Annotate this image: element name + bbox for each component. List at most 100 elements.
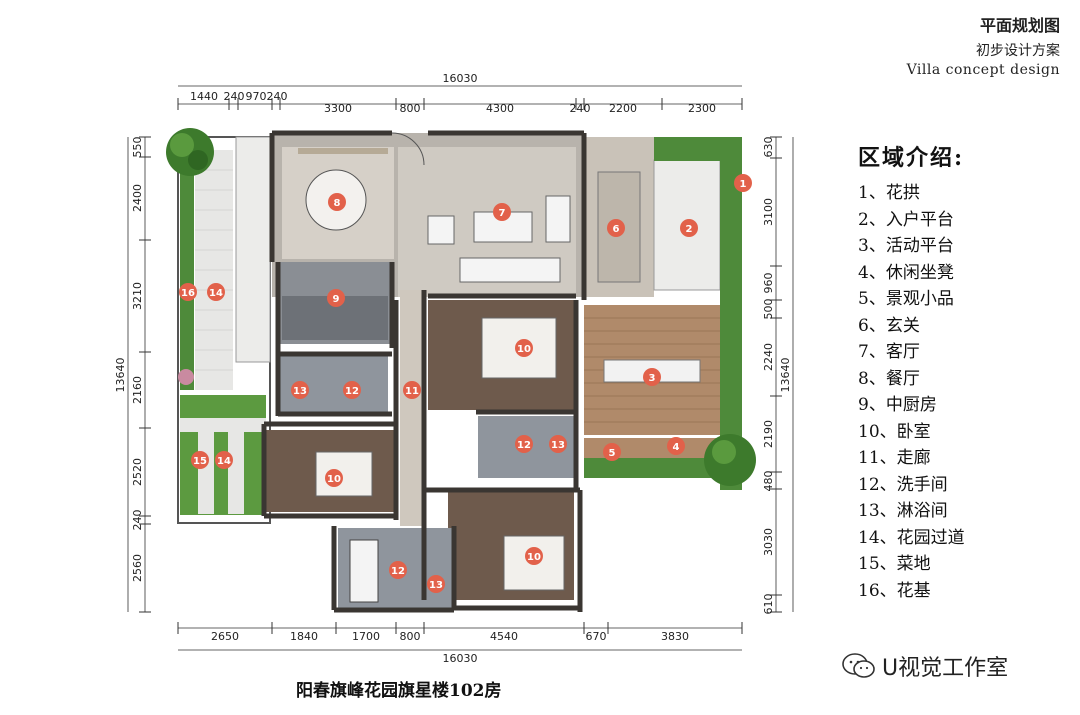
area-legend: 区域介绍: 1、花拱 2、入户平台 3、活动平台 4、休闲坐凳 5、景观小品 6… [858,140,1068,604]
dimension-ticks [139,98,782,634]
area-marker-label: 8 [334,198,341,209]
dim-right-label: 3100 [762,198,775,226]
area-marker [389,561,407,579]
area-marker-label: 13 [429,580,443,591]
area-marker [603,443,621,461]
area-marker-label: 2 [686,224,693,235]
legend-item: 16、花基 [858,580,931,601]
plan-title: 平面规划图 [979,16,1060,35]
legend-item: 5、景观小品 [858,289,954,309]
area-marker-label: 12 [391,566,405,577]
dim-left-label: 240 [131,510,144,531]
walls [261,130,587,613]
area-marker-label: 12 [345,386,359,397]
area-marker-label: 12 [517,440,531,451]
plan-english-subtitle: Villa concept design [906,62,1060,78]
dim-bottom-label: 4540 [490,630,518,643]
area-marker-label: 10 [517,344,531,355]
corridor [400,290,424,526]
area-marker-label: 13 [293,386,307,397]
area-marker-label: 10 [527,552,541,563]
area-marker [179,283,197,301]
legend-item: 1、花拱 [858,183,920,203]
dim-left-label: 2400 [131,184,144,212]
dim-bottom-label: 800 [400,630,421,643]
dim-top-label: 2200 [609,102,637,115]
bathtub [349,539,379,603]
dim-top-label: 1440 [190,90,218,103]
area-marker [549,435,567,453]
dimension-labels: 16030 1440 240 970 240 3300 800 4300 240… [114,72,792,665]
area-marker [667,437,685,455]
area-marker [525,547,543,565]
area-marker-label: 6 [613,224,620,235]
area-marker [327,289,345,307]
legend-item: 15、菜地 [858,554,931,574]
door-swing [391,132,425,166]
area-marker [680,219,698,237]
dim-bottom-label: 1700 [352,630,380,643]
garden-strip [235,136,271,363]
dim-left-label: 3210 [131,282,144,310]
area-marker [643,368,661,386]
dim-top-total: 16030 [443,72,478,85]
dim-left-label: 2520 [131,458,144,486]
area-marker [207,283,225,301]
area-marker-label: 10 [327,474,341,485]
garden-path-pavers [195,169,233,371]
legend-item: 8、餐厅 [858,368,920,389]
dim-bottom-label: 2650 [211,630,239,643]
right-planter [720,160,742,490]
dim-left-total: 13640 [114,358,127,393]
area-marker [343,381,361,399]
dim-top-label: 4300 [486,102,514,115]
dim-bottom-total: 16030 [443,652,478,665]
dim-right-label: 500 [762,299,775,320]
area-marker [291,381,309,399]
legend-item: 4、休闲坐凳 [858,262,954,283]
bed [315,451,373,497]
legend-item: 13、淋浴间 [858,501,948,521]
area-marker-label: 4 [673,442,680,453]
dim-right-label: 480 [762,471,775,492]
dim-bottom-label: 1840 [290,630,318,643]
wechat-icon [842,653,875,678]
area-marker-label: 1 [740,179,747,190]
area-marker [191,451,209,469]
sofa [459,257,561,283]
area-marker [515,435,533,453]
dim-top-label: 240 [224,90,245,103]
dim-top-label: 800 [400,102,421,115]
legend-item: 2、入户平台 [858,209,954,230]
area-marker-label: 7 [499,208,506,219]
dim-top-label: 240 [570,102,591,115]
legend-item: 14、花园过道 [858,527,965,548]
dim-left-label: 550 [131,137,144,158]
watermark: U视觉工作室 [842,650,1008,682]
area-marker [607,219,625,237]
area-marker-label: 11 [405,386,419,397]
area-marker [328,193,346,211]
watermark-text: U视觉工作室 [882,656,1009,681]
dim-right-total: 13640 [779,358,792,393]
dim-right-label: 2240 [762,343,775,371]
planter-bed-left [180,150,194,390]
area-marker [403,381,421,399]
area-marker-label: 14 [217,456,231,467]
area-markers: 1 2 3 4 5 6 7 8 9 10 10 10 11 12 12 12 1… [179,174,752,593]
dim-bottom-label: 3830 [661,630,689,643]
legend-item: 11、走廊 [858,448,931,468]
dim-bottom-label: 670 [586,630,607,643]
area-marker-label: 13 [551,440,565,451]
area-marker [427,575,445,593]
dim-left-label: 2160 [131,376,144,404]
area-marker-label: 15 [193,456,207,467]
legend-item: 9、中厨房 [858,395,937,415]
area-marker [215,451,233,469]
area-marker-label: 9 [333,294,340,305]
legend-title: 区域介绍: [858,145,965,171]
dim-right-label: 630 [762,137,775,158]
legend-item: 12、洗手间 [858,474,948,495]
area-marker [493,203,511,221]
